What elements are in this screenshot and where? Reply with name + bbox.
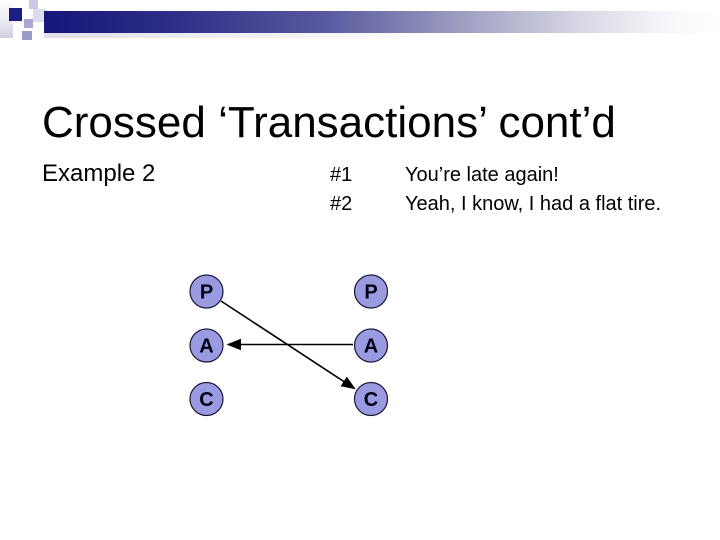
deco-square-lavender (22, 31, 32, 40)
circle-right-a (353, 328, 389, 363)
left-ego-states: P A C (189, 274, 224, 417)
deco-square-pale (33, 9, 47, 22)
deco-square-navy (9, 8, 22, 21)
circle-left-c (189, 381, 224, 417)
deco-square-light (29, 0, 38, 9)
deco-gradient-bar (44, 11, 720, 33)
circle-right-p-label: P (364, 282, 377, 304)
dialogue-2-text: Yeah, I know, I had a flat tire. (405, 193, 662, 215)
circle-right-c-label: C (364, 389, 378, 411)
circle-left-a-label: A (199, 336, 213, 358)
circle-left-a (189, 328, 224, 363)
circle-right-a-label: A (364, 336, 378, 358)
circle-right-c (353, 381, 389, 417)
deco-square-mid (24, 19, 33, 28)
slide-title: Crossed ‘Transactions’ cont’d (42, 98, 616, 148)
dialogue-1-text: You’re late again! (405, 164, 559, 186)
dialogue-2-number: #2 (330, 193, 353, 215)
example-label: Example 2 (42, 160, 156, 187)
deco-underbar (44, 33, 484, 38)
circle-left-c-label: C (199, 389, 213, 411)
right-ego-states: P A C (353, 274, 389, 417)
circle-left-p-label: P (200, 282, 213, 304)
dialogue-1-number: #1 (330, 164, 353, 186)
circle-right-p (353, 274, 389, 309)
circle-left-p (189, 274, 224, 309)
